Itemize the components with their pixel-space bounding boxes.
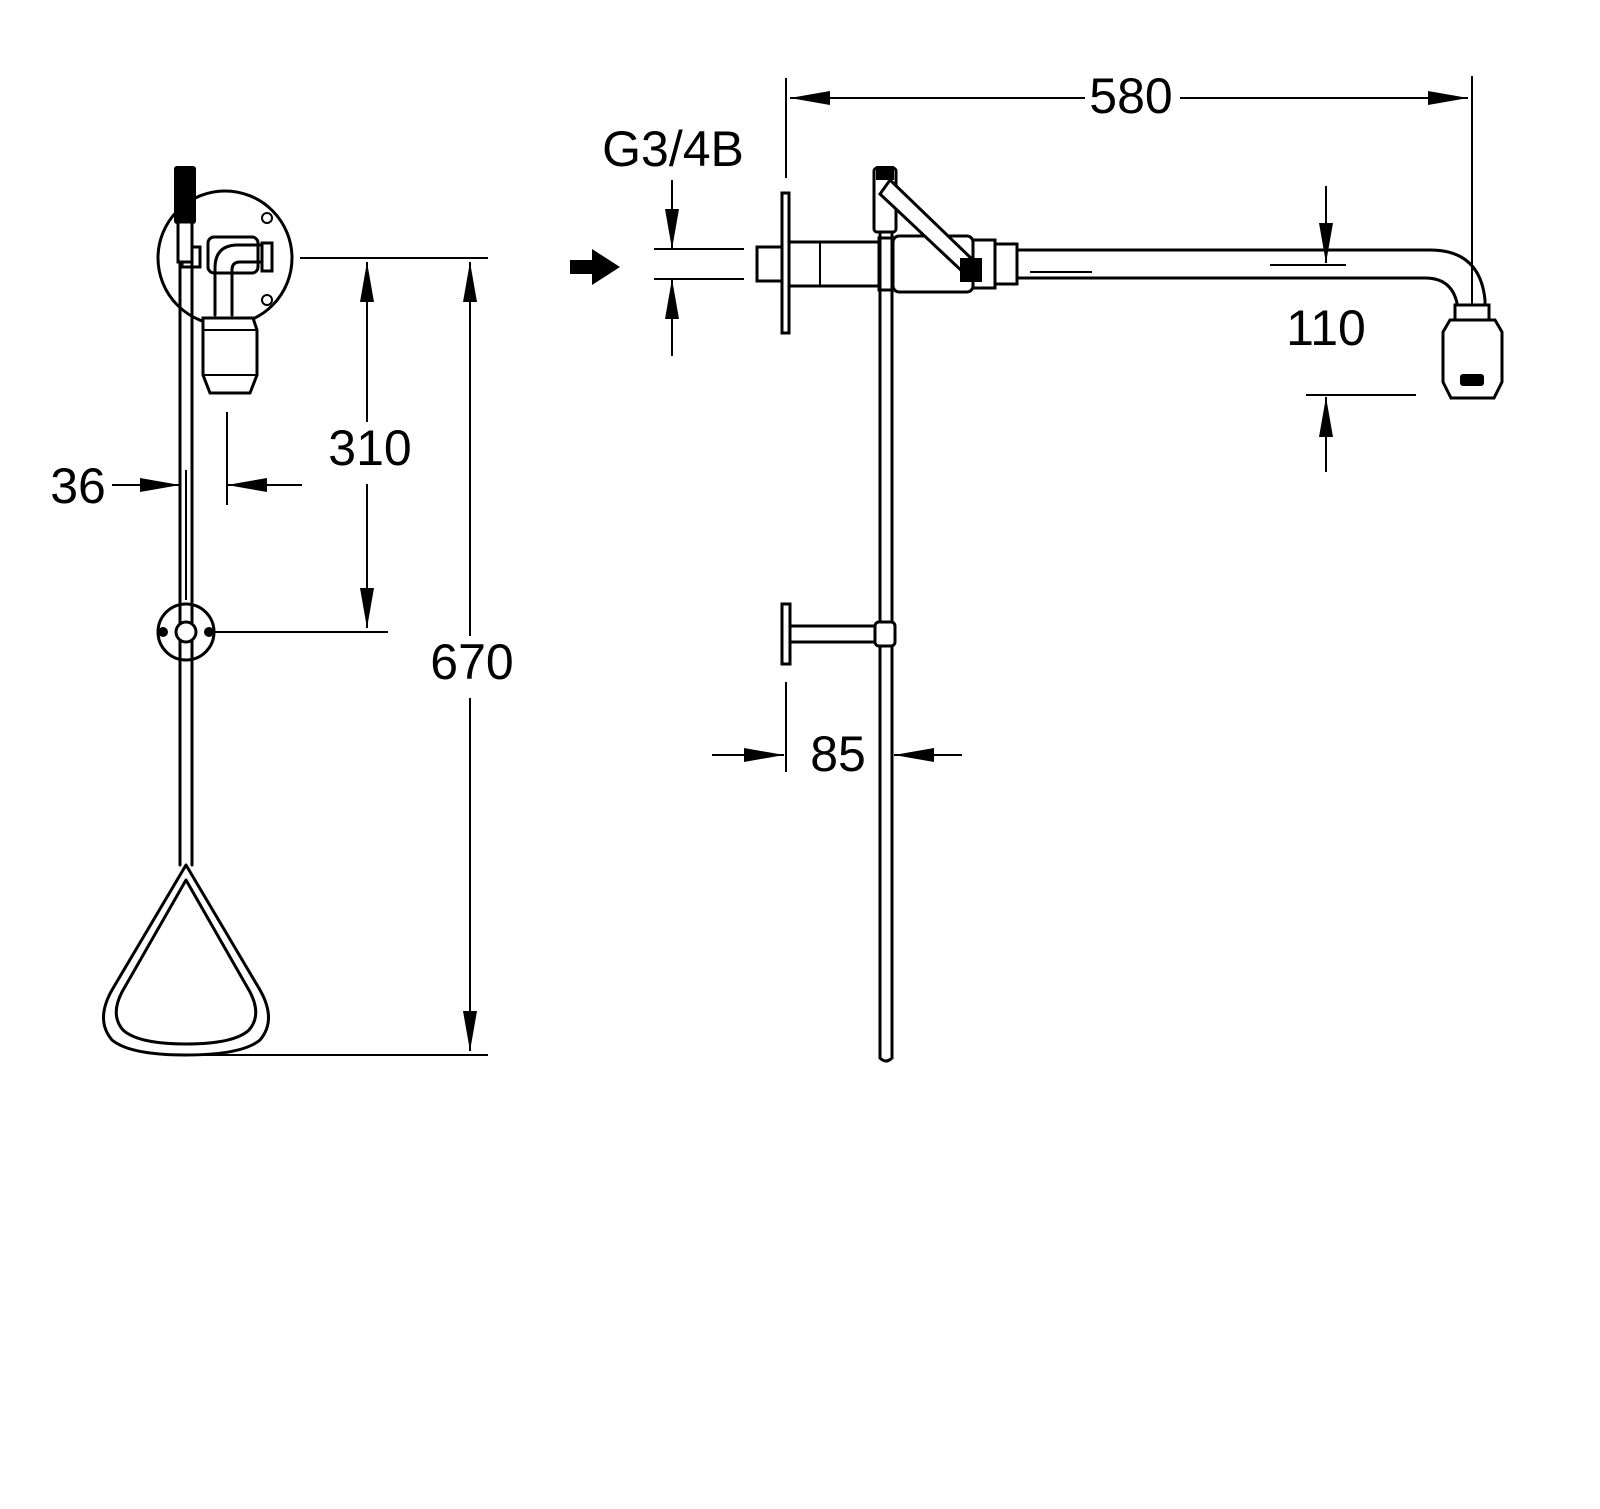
elbow-pipe [213,243,264,317]
lever-top [174,166,196,224]
dim-label-580: 580 [1089,68,1172,124]
pull-handle [102,863,270,1057]
dim-label-36: 36 [50,458,106,514]
dim-label-310: 310 [328,420,411,476]
shower-head [1441,318,1504,400]
plate-screw [261,294,273,306]
dim-label-670: 670 [430,634,513,690]
dimension-labels: 36 310 670 580 G3/4B 110 85 [50,68,1366,782]
valve-nut [260,241,274,273]
dim-label-110: 110 [1286,300,1366,356]
inlet-arrow [570,249,620,285]
front-view [102,166,488,1057]
plate-screw [261,212,273,224]
guide-bracket [788,624,880,644]
shower-arm [1015,248,1487,320]
side-view [570,76,1504,1063]
dim-label-g34b: G3/4B [602,121,744,177]
inlet-connector [755,245,784,283]
dim-label-85: 85 [810,726,866,782]
valve-housing [787,240,881,288]
